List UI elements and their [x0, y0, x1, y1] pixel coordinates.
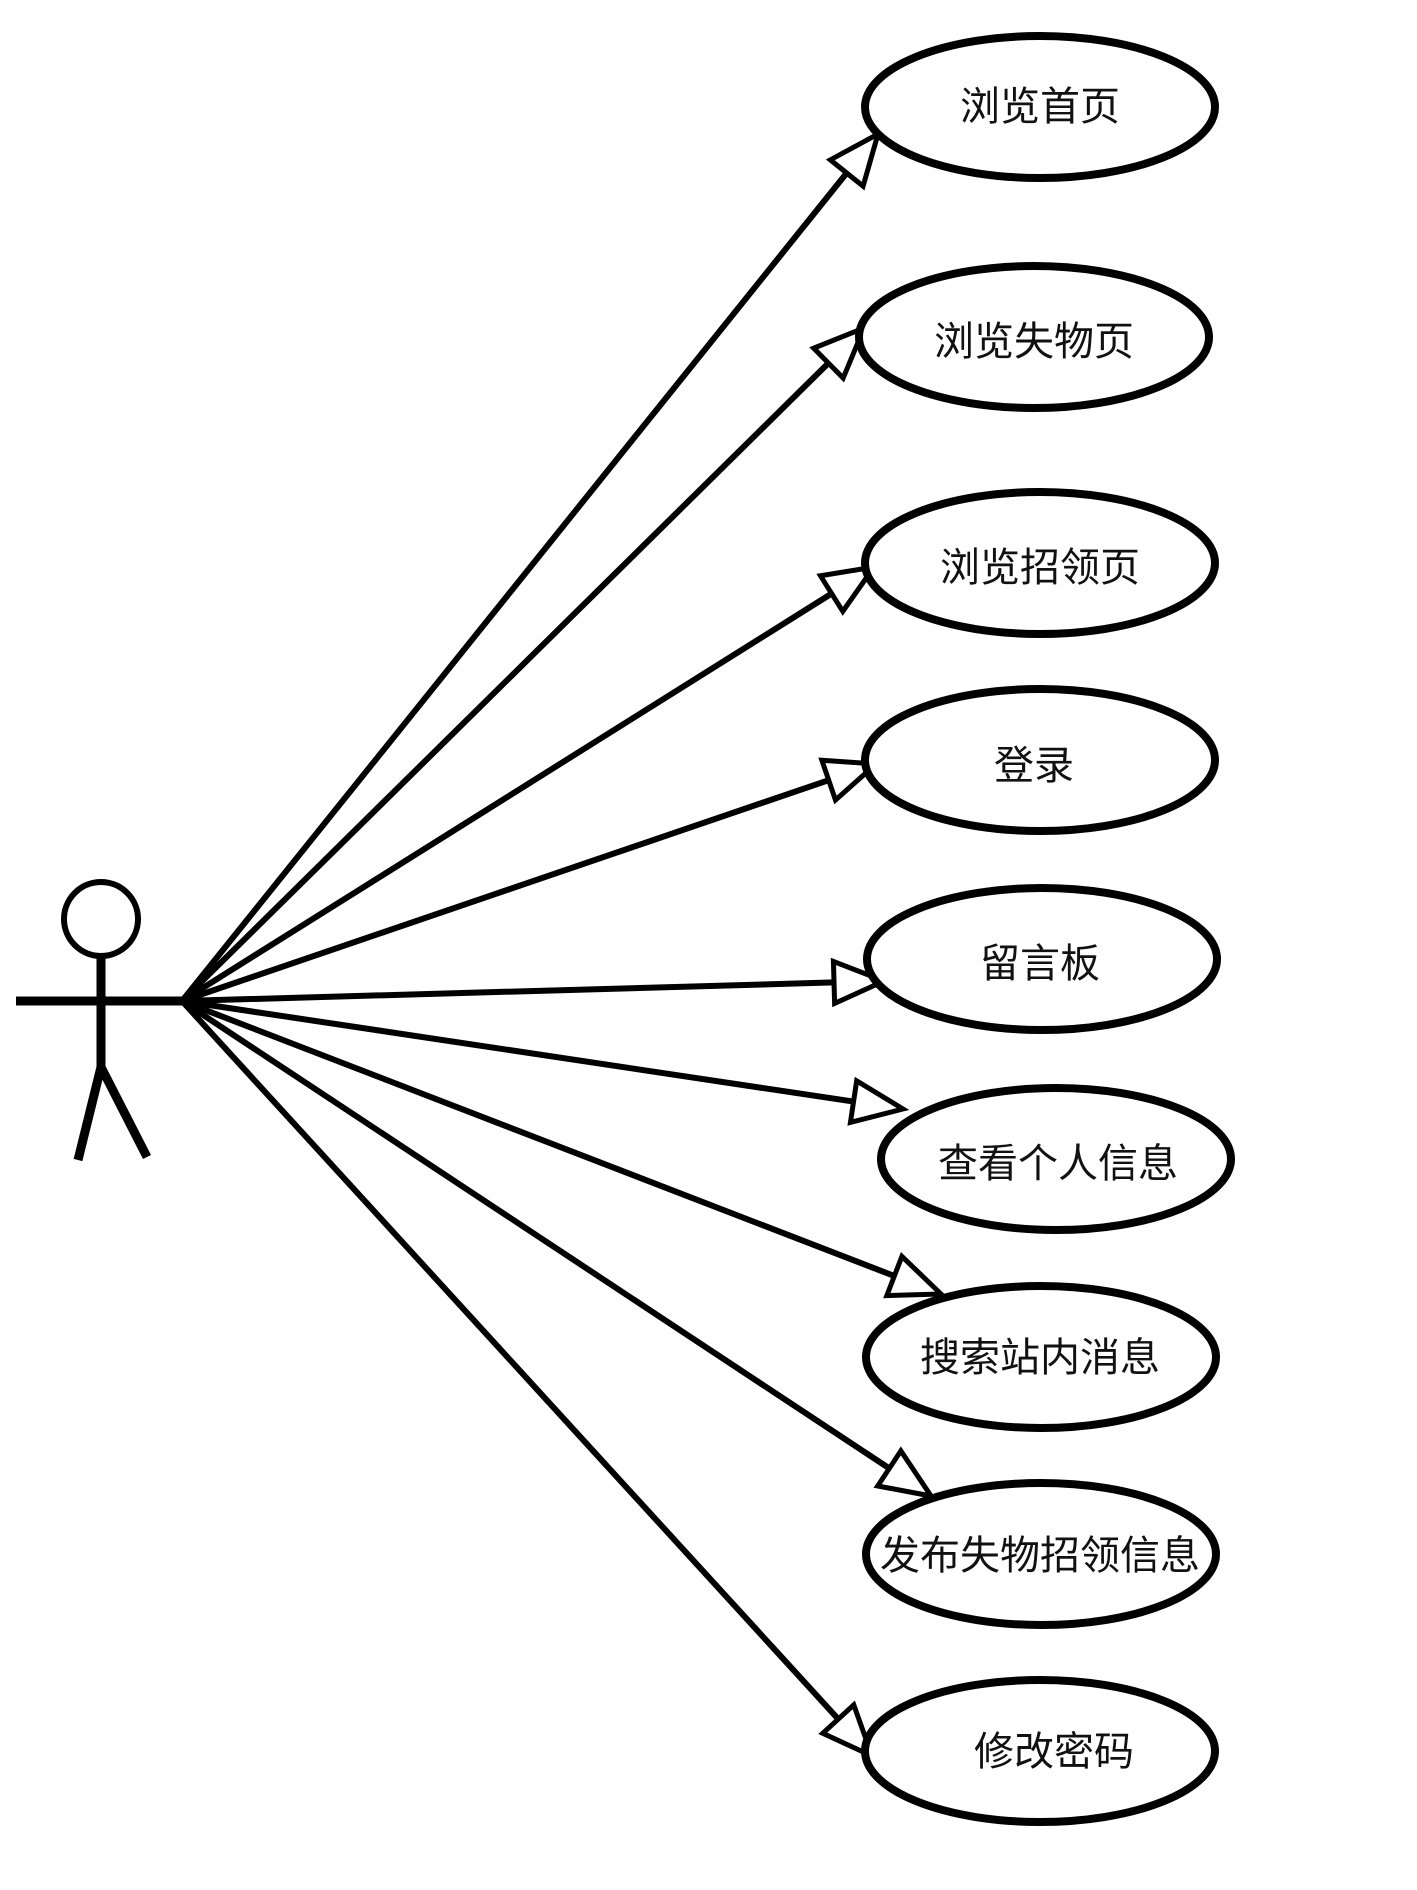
arrowhead-icon [818, 1700, 877, 1761]
arrowhead-icon [873, 1446, 937, 1500]
association-line [179, 998, 857, 1105]
use-case: 留言板 [863, 884, 1221, 1034]
use-case: 查看个人信息 [877, 1084, 1235, 1234]
use-cases-group: 浏览首页浏览失物页浏览招领页登录留言板查看个人信息搜索站内消息发布失物招领信息修… [855, 32, 1235, 1826]
associations-group [179, 128, 948, 1761]
use-case-label: 修改密码 [974, 1729, 1134, 1775]
use-case-label: 浏览首页 [960, 84, 1120, 130]
actor-right-leg [96, 1064, 152, 1160]
use-case-ellipse [877, 1084, 1235, 1234]
association-line [179, 169, 850, 1004]
use-case-ellipse [862, 1282, 1220, 1432]
association-line [179, 998, 893, 1472]
use-case-ellipse [861, 488, 1219, 638]
use-case: 浏览失物页 [855, 262, 1213, 412]
use-case: 搜索站内消息 [862, 1282, 1220, 1432]
arrowhead-icon [818, 757, 883, 805]
arrowhead-icon [847, 1076, 910, 1126]
arrowhead-icon [825, 128, 883, 191]
use-case-ellipse [862, 1479, 1220, 1629]
arrowhead-icon [809, 323, 869, 383]
arrowhead-icon [830, 957, 891, 1008]
use-case: 登录 [861, 685, 1219, 835]
use-case-label: 浏览招领页 [940, 545, 1140, 591]
association-line [179, 590, 835, 1004]
use-case-label: 查看个人信息 [938, 1141, 1178, 1187]
use-case-ellipse [863, 884, 1221, 1034]
use-case: 发布失物招领信息 [862, 1479, 1220, 1629]
use-case-ellipse [855, 262, 1213, 412]
use-case-ellipse [861, 1676, 1219, 1826]
use-case: 浏览招领页 [861, 488, 1219, 638]
use-case-ellipse [861, 32, 1219, 182]
actor-left-leg [73, 1065, 106, 1162]
actor [16, 879, 186, 1162]
arrowhead-icon [816, 563, 880, 616]
use-case-label: 留言板 [980, 941, 1100, 987]
association-line [179, 777, 832, 1004]
use-case: 浏览首页 [861, 32, 1219, 182]
association-line [179, 360, 832, 1004]
use-case-label: 发布失物招领信息 [880, 1533, 1200, 1579]
arrowhead-icon [883, 1251, 948, 1299]
actor-head-icon [61, 879, 141, 959]
use-case-label: 搜索站内消息 [920, 1335, 1160, 1381]
association-line [179, 979, 838, 1004]
use-case-label: 登录 [994, 743, 1074, 789]
association-line [179, 998, 842, 1723]
use-case-ellipse [861, 685, 1219, 835]
use-case-label: 浏览失物页 [934, 319, 1134, 365]
use-case: 修改密码 [861, 1676, 1219, 1826]
association-line [179, 998, 898, 1279]
